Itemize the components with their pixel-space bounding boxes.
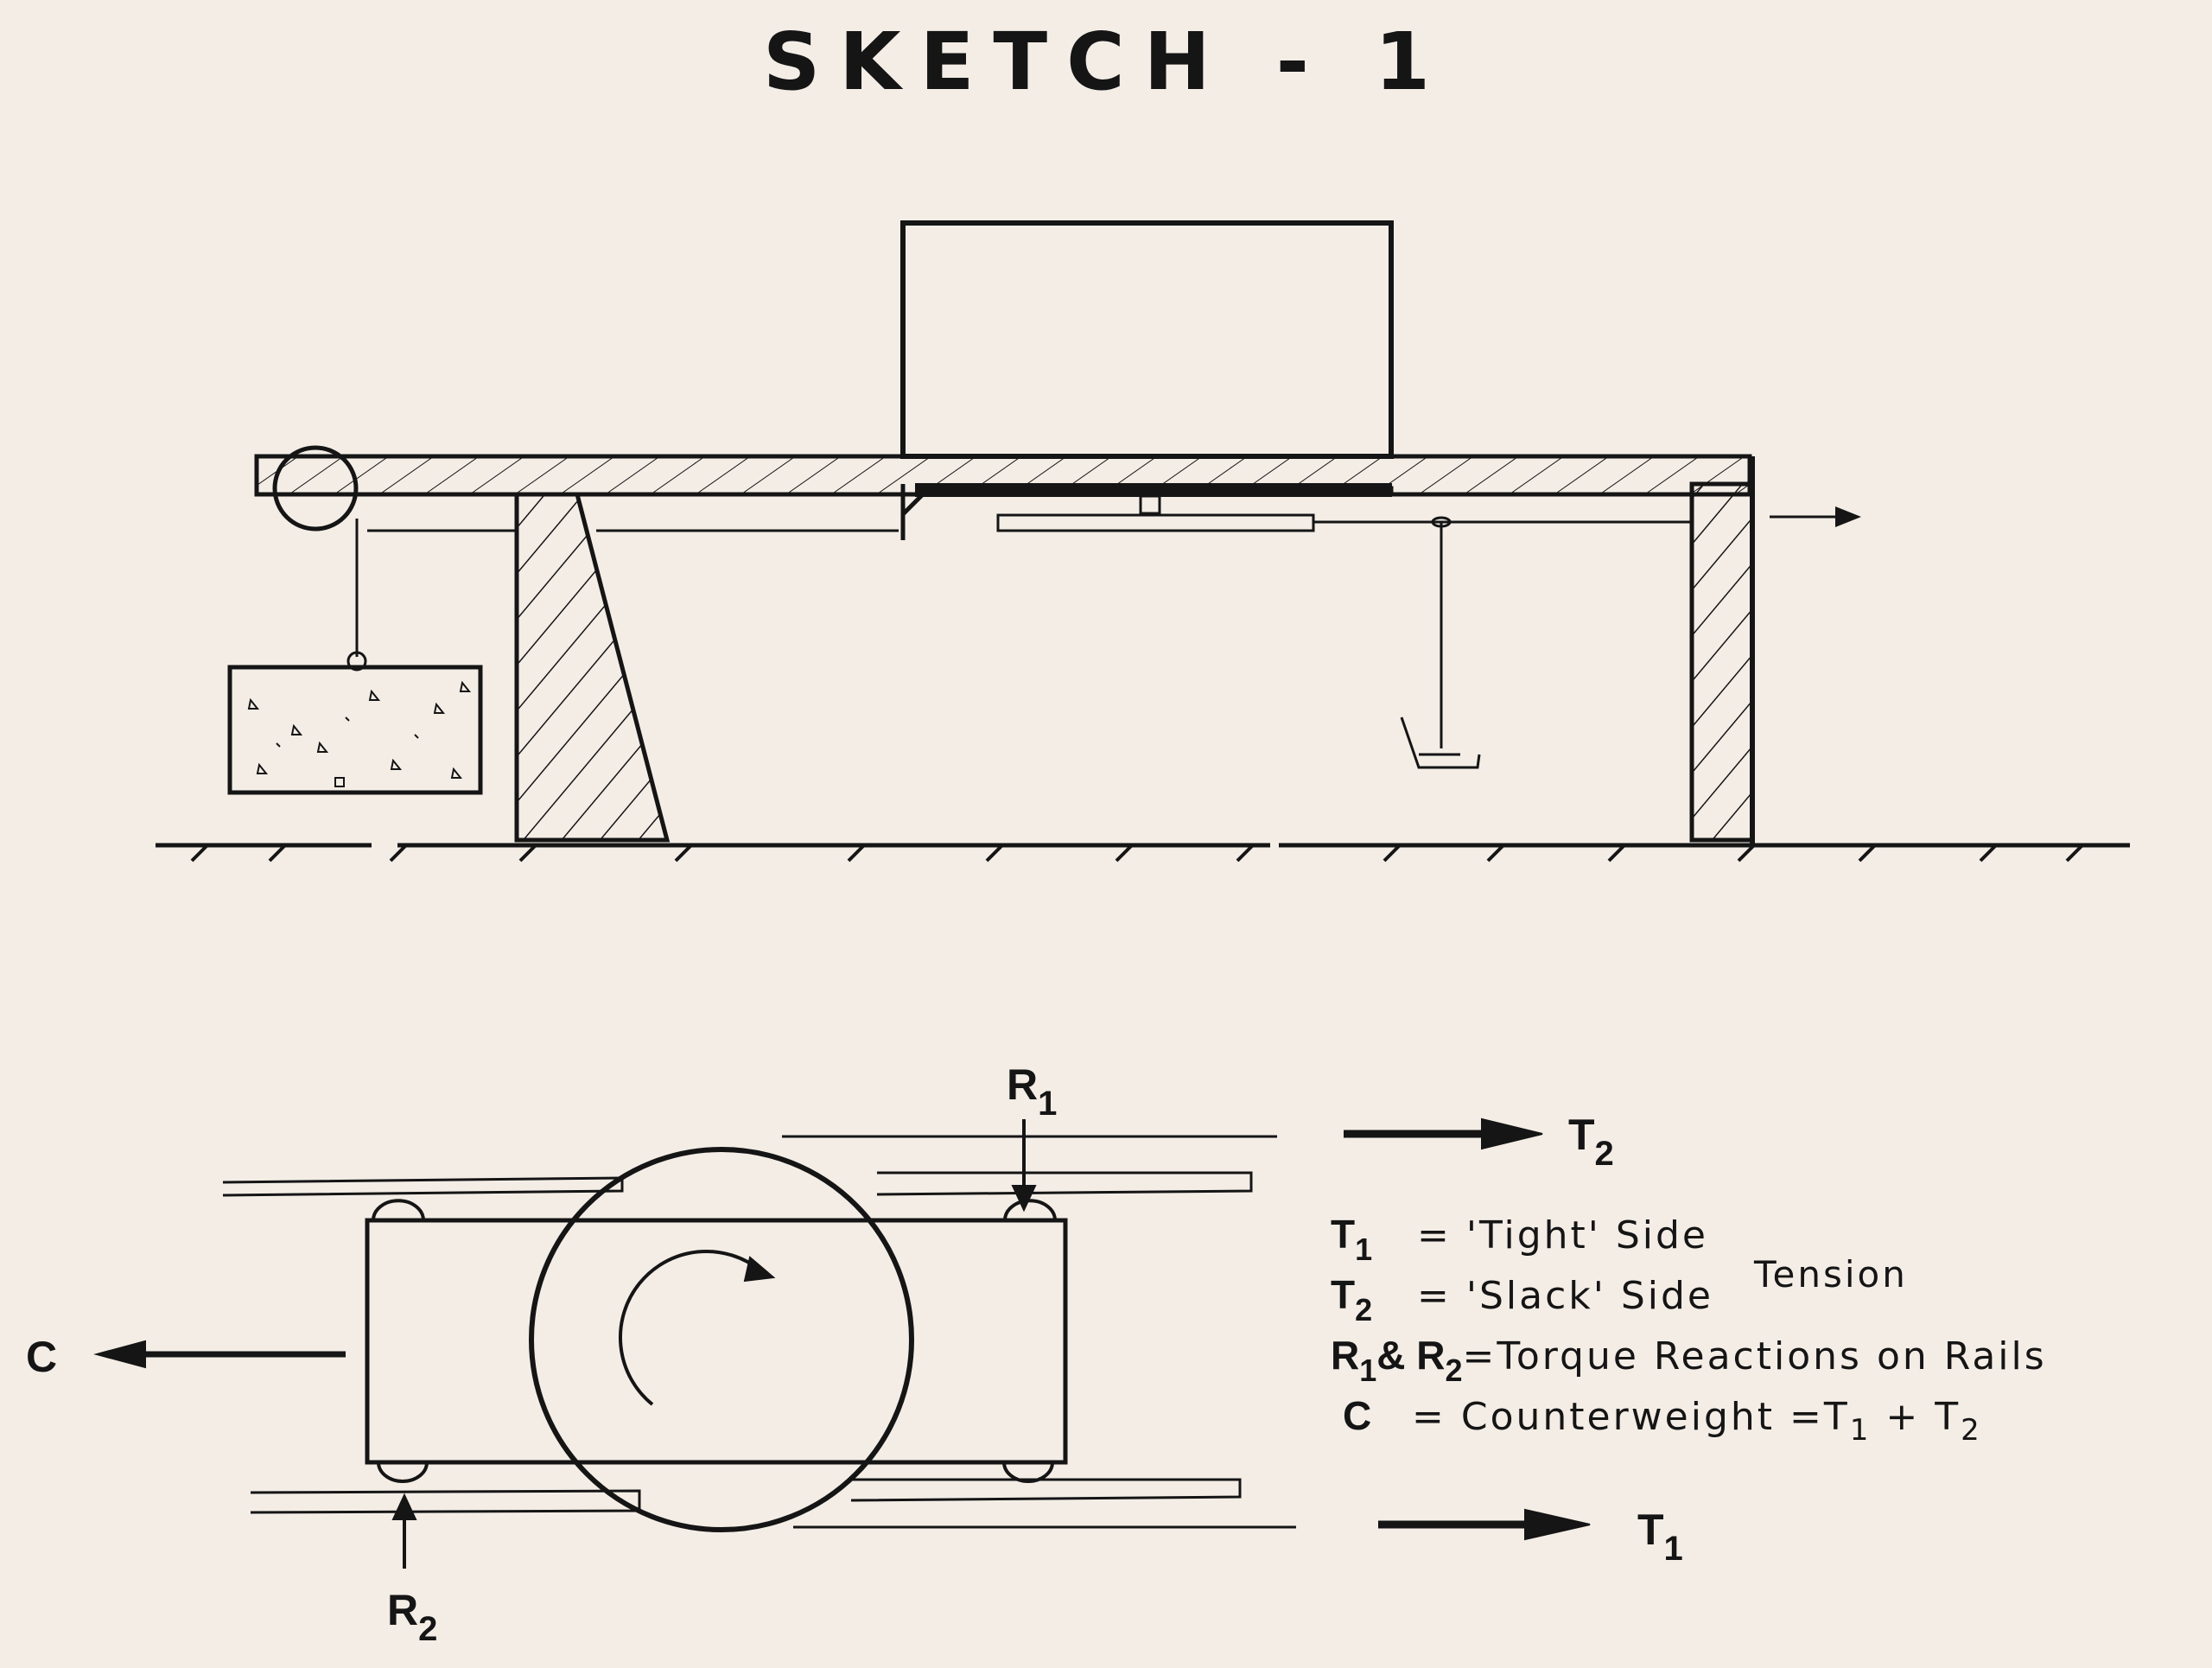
drive-pulley-bar [996, 513, 1315, 532]
left-support [514, 492, 671, 843]
wheel-bottom-left [377, 1461, 429, 1483]
motor-shaft-plate [915, 483, 1392, 497]
rotation-arrow-head [743, 1256, 776, 1283]
motor-housing [900, 220, 1394, 459]
legend-row-c: C= Counterweight =T1 + T2 [1343, 1393, 1982, 1448]
rotation-arrow [618, 1249, 762, 1406]
r2-label: R2 [387, 1586, 438, 1648]
counterweight-block [227, 665, 483, 795]
wheel-top-left [372, 1199, 425, 1221]
legend-row-r: R1& R2=Torque Reactions on Rails [1331, 1333, 2047, 1388]
sketch-title: SKETCH - 1 [763, 16, 1449, 108]
legend-row-t1: T1= 'Tight' Side [1331, 1212, 1709, 1267]
wheel-top-right [1003, 1199, 1057, 1221]
tension-weight-hook [1400, 716, 1481, 769]
tension-label: Tension [1754, 1253, 1908, 1296]
right-support [1689, 481, 1755, 843]
legend-row-t2: T2= 'Slack' Side [1331, 1272, 1713, 1327]
t1-label: T1 [1637, 1506, 1683, 1568]
side-view [156, 220, 2130, 863]
t2-label: T2 [1568, 1111, 1614, 1173]
wheel-bottom-right [1002, 1461, 1054, 1483]
legend: T1= 'Tight' Side T2= 'Slack' Side R1& R2… [1331, 1214, 2047, 1456]
r1-label: R1 [1007, 1060, 1058, 1123]
plan-view [93, 1117, 1591, 1569]
carriage-frame [365, 1218, 1068, 1465]
concrete-speckle [247, 680, 472, 787]
drive-pulley [529, 1147, 914, 1532]
ground-hatch-ticks [190, 844, 2084, 863]
rails [222, 1171, 1253, 1514]
pulley-wheel [272, 445, 359, 532]
c-label: C [26, 1333, 58, 1381]
motor-mount [1139, 494, 1161, 515]
